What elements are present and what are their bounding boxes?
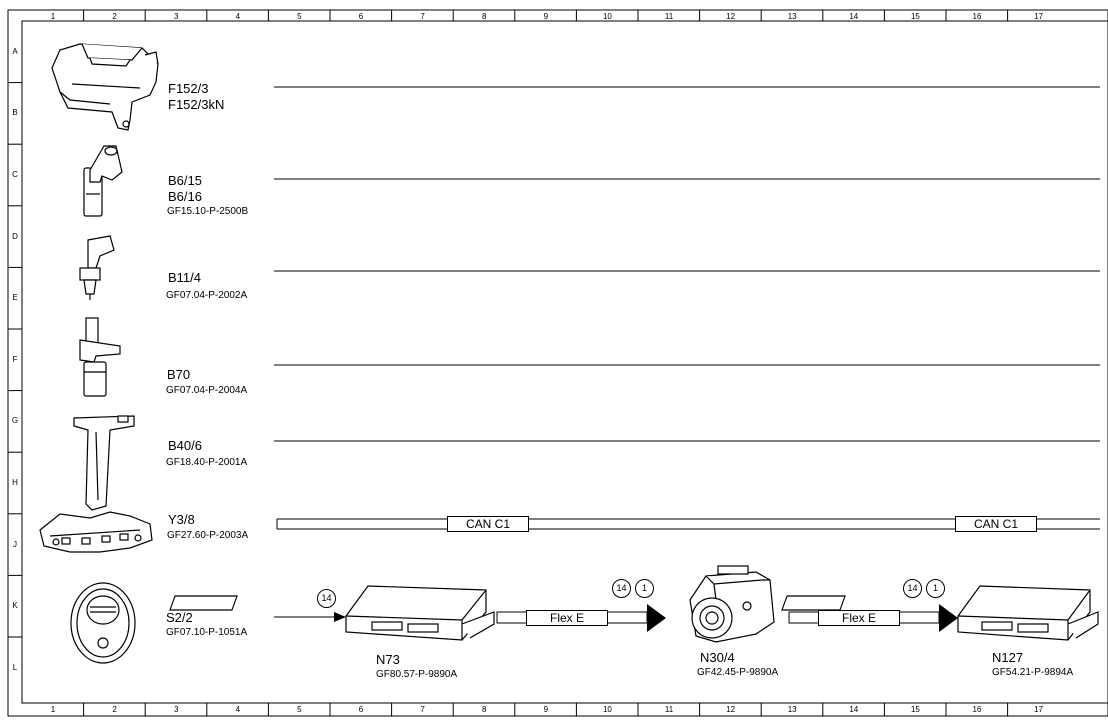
- marker-flex1-b: 1: [635, 579, 654, 598]
- row-letter: H: [12, 478, 18, 487]
- b70-crankshaft-sensor-icon: [79, 317, 121, 397]
- b40-oil-sensor-icon: [73, 415, 135, 511]
- column-number-bottom: 4: [235, 705, 241, 714]
- column-number-top: 4: [235, 12, 241, 21]
- n73-module-icon: [169, 585, 495, 641]
- label-n30-4: N30/4: [700, 650, 735, 665]
- column-number-bottom: 2: [112, 705, 117, 714]
- b11-temperature-sensor-icon: [79, 235, 115, 300]
- s2-selector-switch-icon: [70, 582, 136, 664]
- label-b6-15: B6/15: [168, 173, 202, 188]
- marker-s2: 14: [317, 589, 336, 608]
- n30-abs-unit-icon: [689, 565, 775, 643]
- row-letter: A: [12, 46, 18, 56]
- row-letter: G: [11, 416, 19, 426]
- column-number-bottom: 14: [849, 705, 859, 714]
- row-letter: E: [12, 293, 18, 303]
- f152-control-unit-icon: [51, 43, 159, 131]
- label-f152-3: F152/3: [168, 81, 209, 96]
- column-number-top: 1: [50, 12, 56, 21]
- column-number-bottom: 5: [297, 705, 302, 714]
- doc-n127: GF54.21-P-9894A: [992, 667, 1074, 678]
- column-number-bottom: 11: [664, 705, 674, 714]
- column-number-bottom: 10: [602, 705, 612, 714]
- column-number-top: 10: [602, 12, 612, 21]
- column-number-top: 11: [664, 12, 674, 21]
- row-letter: J: [13, 539, 17, 549]
- s2-signal-arrow: [274, 612, 346, 622]
- column-number-bottom: 6: [358, 705, 364, 714]
- column-number-top: 13: [787, 12, 797, 21]
- doc-n73: GF80.57-P-9890A: [376, 669, 458, 680]
- doc-b11: GF07.04-P-2002A: [166, 290, 248, 301]
- column-number-top: 6: [358, 12, 364, 21]
- column-number-top: 5: [297, 12, 302, 21]
- label-b70: B70: [167, 367, 191, 382]
- column-number-bottom: 16: [972, 705, 982, 714]
- signal-lines: [274, 86, 1100, 442]
- row-letter: C: [12, 170, 18, 179]
- doc-b6: GF15.10-P-2500B: [167, 206, 249, 217]
- label-b11-4: B11/4: [168, 270, 202, 285]
- column-number-bottom: 8: [481, 705, 487, 714]
- column-number-bottom: 13: [787, 705, 797, 714]
- column-number-top: 14: [849, 12, 859, 21]
- label-b40-6: B40/6: [168, 438, 202, 453]
- column-number-top: 17: [1034, 12, 1044, 21]
- row-letter: D: [12, 231, 18, 241]
- flex-e-label-2: Flex E: [818, 610, 900, 626]
- label-b6-16: B6/16: [168, 189, 202, 204]
- column-number-top: 2: [112, 12, 117, 21]
- doc-b70: GF07.04-P-2004A: [166, 385, 248, 396]
- doc-y3: GF27.60-P-2003A: [167, 530, 249, 541]
- doc-b40: GF18.40-P-2001A: [166, 457, 248, 468]
- doc-n30: GF42.45-P-9890A: [697, 667, 779, 678]
- column-number-top: 12: [726, 12, 736, 21]
- flex-e-label-1: Flex E: [526, 610, 608, 626]
- label-f152-3kn: F152/3kN: [168, 97, 225, 112]
- can-c1-label-right: CAN C1: [955, 516, 1037, 532]
- column-number-bottom: 17: [1034, 705, 1044, 714]
- doc-s2: GF07.10-P-1051A: [166, 627, 248, 638]
- column-number-bottom: 12: [726, 705, 736, 714]
- column-number-bottom: 3: [173, 705, 179, 714]
- column-number-bottom: 7: [420, 705, 425, 714]
- column-number-top: 3: [173, 12, 179, 21]
- b6-camshaft-sensor-icon: [83, 145, 123, 217]
- column-number-bottom: 15: [910, 705, 920, 714]
- can-c1-label-left: CAN C1: [447, 516, 529, 532]
- row-letter: F: [12, 354, 18, 364]
- column-number-top: 7: [420, 12, 425, 21]
- marker-flex1-a: 14: [612, 579, 631, 598]
- y3-valve-body-icon: [39, 511, 153, 553]
- row-letter: K: [12, 601, 18, 611]
- marker-flex2-a: 14: [903, 579, 922, 598]
- column-number-bottom: 9: [543, 705, 549, 714]
- label-n127: N127: [992, 650, 1024, 665]
- row-letter: B: [12, 108, 18, 118]
- row-letter: L: [12, 662, 18, 672]
- label-y3-8: Y3/8: [168, 512, 195, 527]
- column-number-top: 16: [972, 12, 982, 21]
- label-s2-2: S2/2: [166, 610, 193, 625]
- marker-flex2-b: 1: [926, 579, 945, 598]
- column-number-bottom: 1: [50, 705, 56, 714]
- n127-module-icon: [781, 585, 1099, 641]
- column-number-top: 15: [910, 12, 920, 21]
- label-n73: N73: [376, 652, 400, 667]
- column-number-top: 8: [481, 12, 487, 21]
- column-number-top: 9: [543, 12, 549, 21]
